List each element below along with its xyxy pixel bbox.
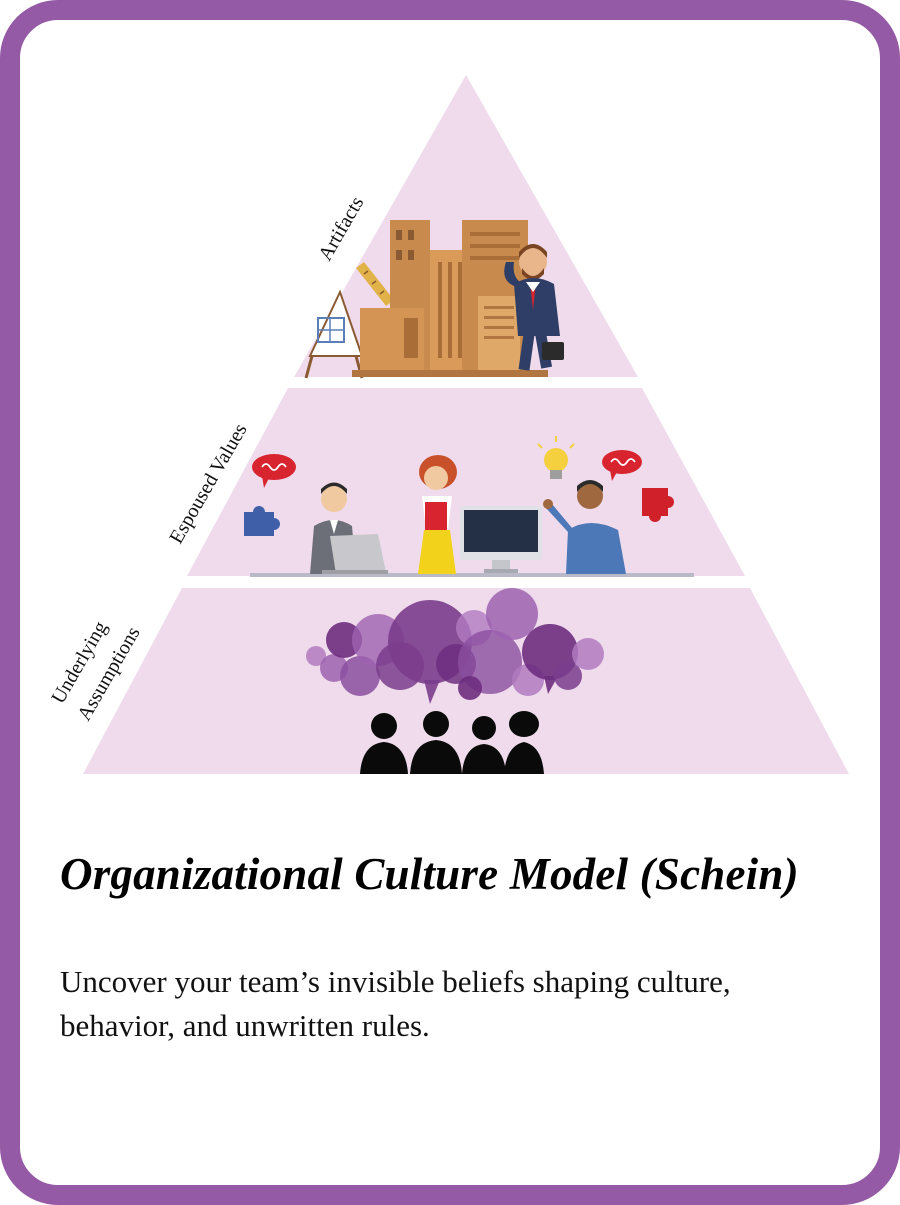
ruler-icon	[356, 262, 394, 306]
puzzle-icon	[642, 488, 674, 522]
puzzle-icon	[244, 506, 280, 536]
person-pointing	[543, 480, 626, 574]
schein-pyramid-diagram: Artifacts	[47, 75, 849, 774]
speech-bubble-cloud-icon	[306, 588, 604, 704]
laptop-icon	[322, 534, 388, 574]
lightbulb-icon	[537, 436, 575, 479]
monitor-icon	[460, 506, 542, 573]
speech-bubble-icon	[252, 454, 296, 488]
person-standing	[418, 455, 457, 574]
building-icon	[352, 220, 548, 377]
card-description: Uncover your team’s invisible beliefs sh…	[60, 964, 731, 1043]
businessman-icon	[504, 244, 564, 371]
desk	[250, 573, 694, 577]
people-silhouette-icon	[360, 711, 544, 774]
espoused-values-layer: Espoused Values	[165, 388, 745, 577]
artifacts-label: Artifacts	[314, 193, 368, 265]
speech-bubble-icon	[602, 450, 642, 481]
card-title: Organizational Culture Model (Schein)	[60, 849, 799, 899]
artifacts-layer: Artifacts	[294, 75, 638, 379]
underlying-assumptions-layer: Underlying Assumptions	[47, 588, 849, 774]
